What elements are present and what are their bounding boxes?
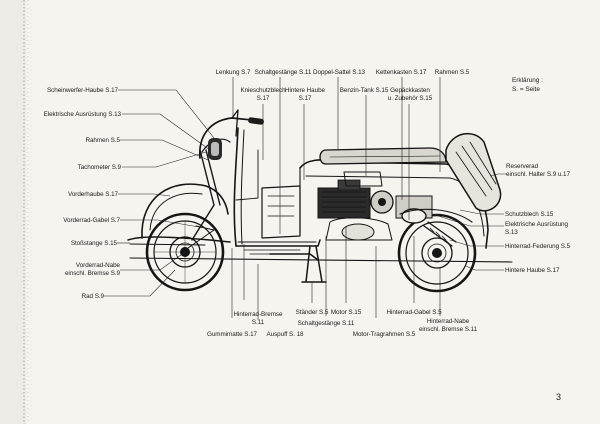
leader-lines bbox=[104, 77, 506, 320]
front-bumper bbox=[127, 236, 231, 243]
engine bbox=[317, 179, 433, 241]
label-vorderrad-nabe-2: einschl. Bremse S.9 bbox=[65, 270, 121, 277]
label-schaltgestaenge-bottom: Schaltgestänge S.11 bbox=[298, 320, 355, 327]
label-hinterrad-bremse-1: Hinterrad-Bremse bbox=[234, 311, 283, 318]
scooter-drawing bbox=[127, 109, 513, 293]
label-stossstange: Stoßstange S.15 bbox=[71, 240, 118, 247]
exhaust bbox=[269, 253, 319, 261]
label-hinterrad-nabe-2: einschl. Bremse S.11 bbox=[419, 326, 478, 333]
label-motor-tragrahmen: Motor-Tragrahmen S.5 bbox=[353, 331, 416, 338]
label-rad: Rad S.9 bbox=[82, 293, 105, 300]
label-rahmen-top: Rahmen S.5 bbox=[435, 69, 470, 76]
label-auspuff: Auspuff S. 18 bbox=[266, 331, 304, 338]
label-staender: Ständer S.5 bbox=[296, 309, 329, 316]
legend-title: Erklärung : bbox=[512, 77, 543, 84]
ground-line bbox=[129, 257, 513, 263]
rear-fender bbox=[399, 208, 473, 223]
label-vorderrad-nabe-1: Vorderrad-Nabe bbox=[76, 262, 121, 269]
label-hinterrad-gabel: Hinterrad-Gabel S.5 bbox=[386, 309, 442, 316]
page-number: 3 bbox=[556, 392, 562, 402]
label-gummimatte: Gummimatte S.17 bbox=[207, 331, 258, 338]
stand bbox=[301, 245, 327, 283]
front-fender bbox=[141, 183, 229, 239]
label-hinterrad-nabe-1: Hinterrad-Nabe bbox=[427, 318, 470, 325]
rear-wheel bbox=[397, 213, 477, 293]
label-hintere-haube-top-1: Hintere Haube bbox=[285, 87, 326, 94]
label-hinterrad-bremse-2: S.11 bbox=[252, 319, 265, 326]
label-gepaeckkasten-1: Gepäckkasten bbox=[390, 87, 430, 94]
front-fork bbox=[191, 149, 221, 241]
label-schaltgestaenge-top: Schaltgestänge S.11 bbox=[255, 69, 312, 76]
label-doppel-sattel: Doppel-Sattel S.13 bbox=[313, 69, 366, 76]
label-reserverad-2: einschl. Halter S.9 u.17 bbox=[506, 171, 570, 178]
label-lenkung: Lenkung S.7 bbox=[216, 69, 251, 76]
label-knieschutzblech-2: S.17 bbox=[257, 95, 270, 102]
label-kettenkasten: Kettenkasten S.17 bbox=[376, 69, 427, 76]
spare-wheel bbox=[445, 132, 502, 212]
label-hintere-haube-right: Hintere Haube S.17 bbox=[505, 267, 560, 274]
legend-line: S. = Seite bbox=[512, 86, 540, 93]
label-gepaeckkasten-2: u. Zubehör S.15 bbox=[388, 95, 433, 102]
label-elektrische-ausruestung-right-2: S.13 bbox=[505, 229, 518, 236]
label-schutzblech: Schutzblech S.15 bbox=[505, 211, 554, 218]
handlebar bbox=[199, 109, 264, 160]
label-knieschutzblech-1: Knieschutzblech bbox=[240, 87, 286, 94]
legend: Erklärung : S. = Seite bbox=[512, 77, 543, 93]
rear-suspension bbox=[423, 221, 457, 247]
label-rahmen-left: Rahmen S.5 bbox=[85, 137, 120, 144]
leg-shield bbox=[233, 127, 239, 247]
label-reserverad-1: Reserverad bbox=[506, 163, 539, 170]
label-tachometer: Tachometer S.9 bbox=[78, 164, 122, 171]
double-seat bbox=[319, 147, 447, 165]
part-labels: Scheinwerfer-Haube S.17 Elektrische Ausr… bbox=[44, 69, 571, 338]
label-scheinwerfer-haube: Scheinwerfer-Haube S.17 bbox=[47, 87, 119, 94]
label-hintere-haube-top-2: S.17 bbox=[299, 95, 312, 102]
label-vorderrad-gabel: Vorderrad-Gabel S.7 bbox=[63, 217, 120, 224]
frame-tunnel bbox=[261, 185, 301, 239]
label-hinterrad-federung: Hinterrad-Federung S.5 bbox=[505, 243, 571, 250]
label-motor: Motor S.15 bbox=[331, 309, 362, 316]
floorboard bbox=[235, 239, 321, 247]
front-wheel bbox=[145, 212, 225, 292]
label-benzin-tank: Benzin-Tank S.15 bbox=[340, 87, 389, 94]
fuel-tank bbox=[343, 171, 383, 187]
label-elektrische-ausruestung-right-1: Elektrische Ausrüstung bbox=[505, 221, 568, 228]
label-vorderhaube: Vorderhaube S.17 bbox=[68, 191, 119, 198]
label-elektrische-ausruestung-left: Elektrische Ausrüstung S.13 bbox=[44, 111, 122, 118]
